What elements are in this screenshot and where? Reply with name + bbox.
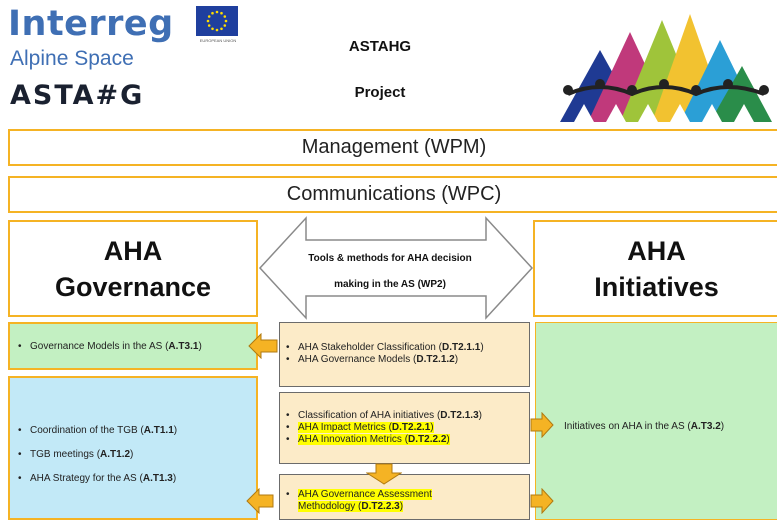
list-item: Coordination of the TGB (A.T1.1)	[18, 425, 177, 437]
communications-wpc-bar: Communications (WPC)	[8, 176, 777, 213]
governance-heading-line2: Governance	[54, 271, 212, 302]
astahg-logo-text: ASTA#G	[10, 80, 145, 111]
aha-governance-heading-box: AHA Governance	[8, 220, 258, 317]
deliverables-box-1: AHA Stakeholder Classification (D.T2.1.1…	[279, 322, 530, 387]
interreg-logo-text: Interreg	[8, 4, 174, 44]
wp2-label: Tools & methods for AHA decision making …	[290, 246, 490, 298]
mountains-logo-icon	[560, 14, 772, 122]
list-item: AHA Governance Assessment Methodology (D…	[286, 489, 456, 513]
right-arrow-icon	[530, 412, 554, 438]
left-arrow-icon-bottom	[246, 488, 274, 514]
alpine-space-logo-text: Alpine Space	[10, 47, 134, 70]
list-item: Governance Models in the AS (A.T3.1)	[18, 341, 202, 353]
management-wpm-bar: Management (WPM)	[8, 129, 777, 166]
wp2-label-line1: Tools & methods for AHA decision	[308, 253, 472, 264]
list-item: AHA Stakeholder Classification (D.T2.1.1…	[286, 342, 484, 354]
list-item: AHA Governance Models (D.T2.1.2)	[286, 354, 484, 366]
list-item: TGB meetings (A.T1.2)	[18, 449, 177, 461]
initiatives-panel: Initiatives on AHA in the AS (A.T3.2)	[535, 322, 777, 520]
list-item: AHA Strategy for the AS (A.T1.3)	[18, 473, 177, 485]
eu-caption: EUROPEAN UNION	[199, 38, 237, 43]
governance-heading-line1: AHA	[103, 235, 163, 266]
governance-tasks-panel: Coordination of the TGB (A.T1.1) TGB mee…	[8, 376, 258, 520]
eu-flag-icon	[196, 6, 238, 36]
initiatives-item: Initiatives on AHA in the AS (A.T3.2)	[564, 421, 725, 432]
list-item: AHA Innovation Metrics (D.T2.2.2)	[286, 434, 482, 446]
governance-models-panel: Governance Models in the AS (A.T3.1)	[8, 322, 258, 370]
right-arrow-icon-bottom	[530, 488, 554, 514]
initiatives-heading-line2: Initiatives	[594, 271, 719, 302]
down-arrow-icon	[366, 463, 402, 485]
project-title: ASTAHG	[348, 38, 412, 55]
project-subtitle: Project	[354, 84, 406, 101]
list-item: Classification of AHA initiatives (D.T2.…	[286, 410, 482, 422]
deliverables-box-2: Classification of AHA initiatives (D.T2.…	[279, 392, 530, 464]
list-item: AHA Impact Metrics (D.T2.2.1)	[286, 422, 482, 434]
initiatives-heading-line1: AHA	[627, 235, 686, 266]
wp2-double-arrow-icon	[258, 216, 534, 320]
aha-initiatives-heading-box: AHA Initiatives	[533, 220, 777, 317]
deliverables-box-3: AHA Governance Assessment Methodology (D…	[279, 474, 530, 520]
left-arrow-icon	[248, 333, 278, 359]
wp2-label-line2: making in the AS (WP2)	[334, 279, 446, 290]
